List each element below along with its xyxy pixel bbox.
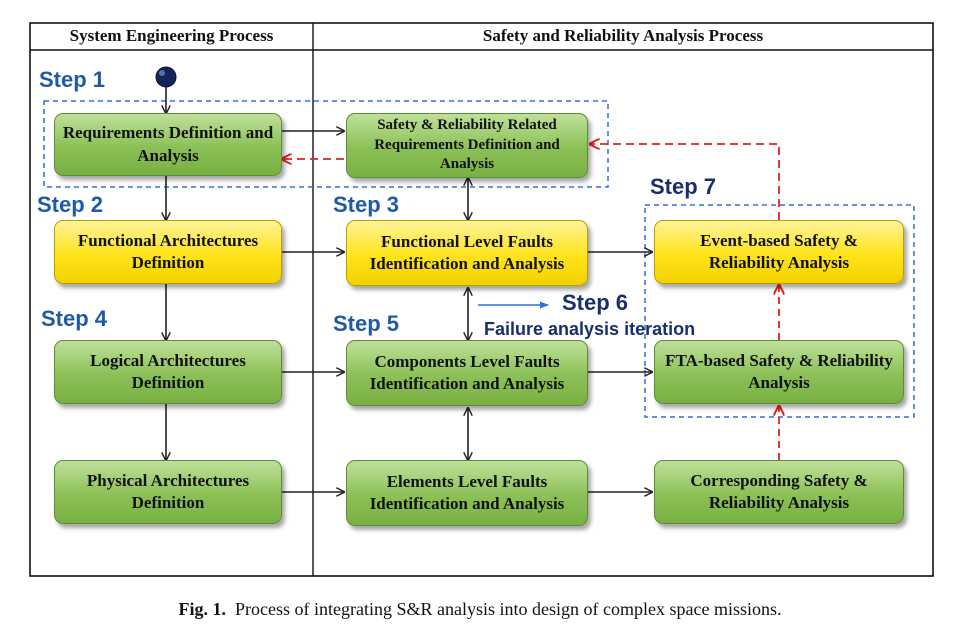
failure-iteration-note: Failure analysis iteration — [484, 319, 696, 339]
box-physical-arch: Physical Architectures Definition — [54, 460, 282, 524]
box-functional-faults: Functional Level Faults Identification a… — [346, 220, 588, 286]
box-requirements: Requirements Definition and Analysis — [54, 113, 282, 176]
outer-frame — [29, 22, 934, 577]
step1-label: Step 1 — [39, 67, 106, 92]
box-event-based: Event-based Safety & Reliability Analysi… — [654, 220, 904, 284]
header-system-engineering: System Engineering Process — [69, 26, 274, 45]
start-node — [155, 66, 177, 88]
box-corresponding: Corresponding Safety & Reliability Analy… — [654, 460, 904, 524]
step3-label: Step 3 — [333, 192, 400, 217]
step5-label: Step 5 — [333, 311, 400, 336]
start-node-highlight — [159, 70, 165, 76]
box-logical-arch: Logical Architectures Definition — [54, 340, 282, 404]
figure-caption: Fig. 1. Process of integrating S&R analy… — [0, 599, 960, 620]
caption-label: Fig. 1. — [178, 599, 227, 619]
step4-label: Step 4 — [41, 306, 108, 331]
box-functional-arch: Functional Architectures Definition — [54, 220, 282, 284]
header-safety-reliability: Safety and Reliability Analysis Process — [482, 26, 764, 45]
step2-label: Step 2 — [37, 192, 104, 217]
box-component-faults: Components Level Faults Identification a… — [346, 340, 588, 406]
step6-label: Step 6 — [562, 290, 629, 315]
feedback-event-to-sr — [590, 144, 780, 220]
box-element-faults: Elements Level Faults Identification and… — [346, 460, 588, 526]
caption-text: Process of integrating S&R analysis into… — [235, 599, 782, 619]
box-sr-requirements: Safety & Reliability Related Requirement… — [346, 113, 588, 178]
box-fta-based: FTA-based Safety & Reliability Analysis — [654, 340, 904, 404]
step7-label: Step 7 — [650, 174, 717, 199]
